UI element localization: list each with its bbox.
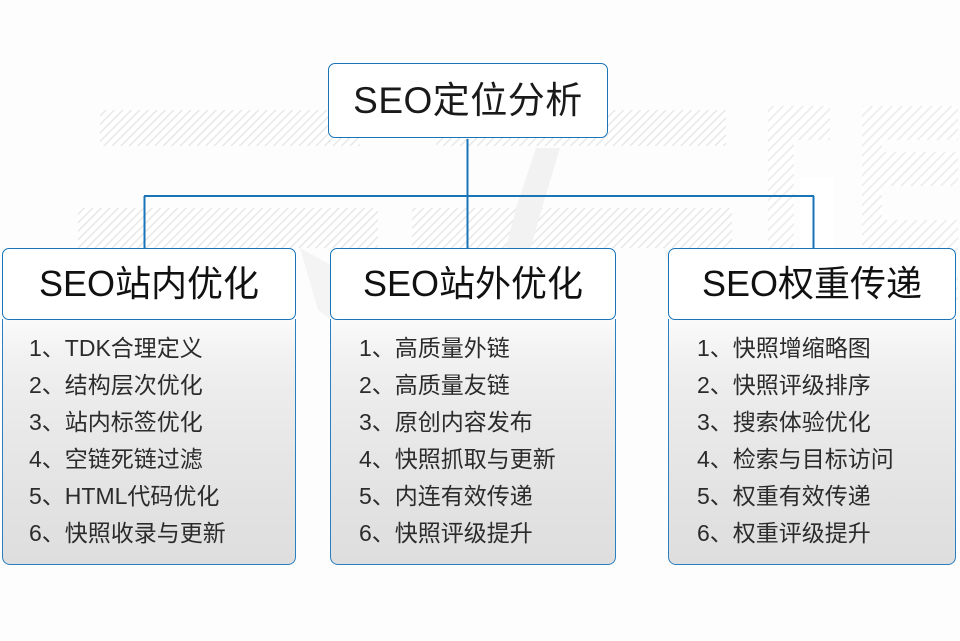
branch-column-seo-offsite: SEO站外优化 1、高质量外链 2、高质量友链 3、原创内容发布 4、快照抓取与… — [330, 248, 616, 565]
branch-header-label: SEO站外优化 — [362, 263, 584, 304]
branch-column-seo-onsite: SEO站内优化 1、TDK合理定义 2、结构层次优化 3、站内标签优化 4、空链… — [2, 248, 296, 565]
branch-header-seo-weight[interactable]: SEO权重传递 — [668, 248, 956, 320]
list-item: 4、空链死链过滤 — [29, 446, 203, 472]
branch-body-seo-offsite: 1、高质量外链 2、高质量友链 3、原创内容发布 4、快照抓取与更新 5、内连有… — [330, 319, 616, 565]
list-item: 1、快照增缩略图 — [697, 335, 871, 361]
list-item: 6、权重评级提升 — [697, 520, 871, 546]
branch-body-seo-onsite: 1、TDK合理定义 2、结构层次优化 3、站内标签优化 4、空链死链过滤 5、H… — [2, 319, 296, 565]
branch-header-seo-onsite[interactable]: SEO站内优化 — [2, 248, 296, 320]
list-item: 2、快照评级排序 — [697, 372, 871, 398]
list-item: 2、结构层次优化 — [29, 372, 203, 398]
list-item: 3、站内标签优化 — [29, 409, 203, 435]
list-item: 6、快照评级提升 — [359, 520, 533, 546]
list-item: 1、TDK合理定义 — [29, 335, 203, 361]
list-item: 4、快照抓取与更新 — [359, 446, 556, 472]
root-node-label: SEO定位分析 — [353, 80, 583, 121]
branch-header-label: SEO站内优化 — [38, 263, 260, 304]
branch-body-seo-weight: 1、快照增缩略图 2、快照评级排序 3、搜索体验优化 4、检索与目标访问 5、权… — [668, 319, 956, 565]
branch-column-seo-weight: SEO权重传递 1、快照增缩略图 2、快照评级排序 3、搜索体验优化 4、检索与… — [668, 248, 956, 565]
list-item: 4、检索与目标访问 — [697, 446, 894, 472]
list-item: 6、快照收录与更新 — [29, 520, 226, 546]
list-item: 5、HTML代码优化 — [29, 483, 220, 509]
list-item: 5、内连有效传递 — [359, 483, 533, 509]
branch-header-seo-offsite[interactable]: SEO站外优化 — [330, 248, 616, 320]
list-item: 3、原创内容发布 — [359, 409, 533, 435]
list-item: 1、高质量外链 — [359, 335, 510, 361]
root-node[interactable]: SEO定位分析 — [328, 63, 608, 138]
list-item: 2、高质量友链 — [359, 372, 510, 398]
list-item: 3、搜索体验优化 — [697, 409, 871, 435]
list-item: 5、权重有效传递 — [697, 483, 871, 509]
branch-header-label: SEO权重传递 — [701, 263, 923, 304]
